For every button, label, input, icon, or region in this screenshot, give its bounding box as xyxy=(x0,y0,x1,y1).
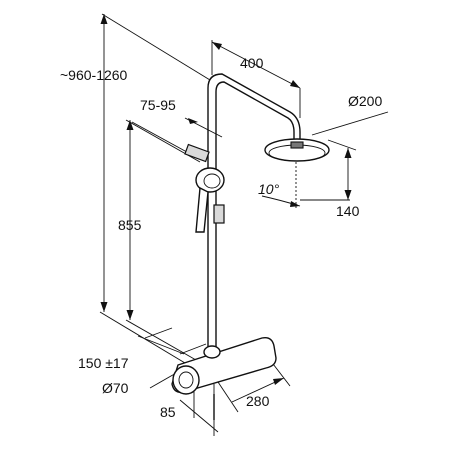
extension-line-bottom xyxy=(99,311,201,373)
dimension-head-height: 140 xyxy=(336,203,360,219)
dimension-head-diameter: Ø200 xyxy=(348,93,383,109)
dimension-line-arm xyxy=(211,41,301,89)
arrow-rail-bottom xyxy=(126,310,134,320)
arrow-arm-left xyxy=(212,42,222,50)
extension-line-inlet-b xyxy=(179,343,207,355)
arrow-angle xyxy=(290,201,300,207)
extension-line-mixer-a xyxy=(217,381,239,413)
dimension-arm-length: 400 xyxy=(240,55,264,71)
arrow-rail-top xyxy=(126,120,134,130)
rail-slider xyxy=(213,204,225,224)
riser-mixer-connector xyxy=(203,345,221,359)
riser-pipe-outline-left xyxy=(207,73,301,350)
mixer-left-knob-inner xyxy=(178,371,194,389)
extension-line-top xyxy=(101,13,211,81)
hand-shower-handle xyxy=(195,186,209,233)
dimension-holder-range: 75-95 xyxy=(140,97,176,113)
dimension-mixer-width: 280 xyxy=(246,393,270,409)
mixer-left-knob xyxy=(172,365,200,395)
dimension-line-inlet-spacing xyxy=(137,335,185,355)
arrow-head-top xyxy=(344,148,352,158)
shower-head-joint xyxy=(290,141,304,149)
dimension-inlet-diameter: Ø70 xyxy=(102,380,129,396)
arrow-head-bottom xyxy=(344,190,352,200)
extension-line-head-top xyxy=(327,139,357,151)
dimension-overall-height: ~960-1260 xyxy=(60,67,128,83)
extension-line-inlet-a xyxy=(144,327,173,339)
extension-line-rail-bottom xyxy=(125,319,197,361)
arrow-arm-right xyxy=(290,80,300,88)
dimension-wall-offset: 85 xyxy=(160,404,176,420)
arrow-overall-top xyxy=(100,14,108,24)
dimension-inlet-spacing: 150 ±17 xyxy=(78,355,129,371)
dimension-line-wall-offset xyxy=(179,399,219,433)
arrow-mixer-width xyxy=(273,378,284,385)
hand-shower-face xyxy=(203,173,221,189)
dimension-rail-height: 855 xyxy=(118,217,142,233)
arrow-overall-bottom xyxy=(100,302,108,312)
dimension-tilt-angle: 10° xyxy=(258,181,280,197)
hand-shower-holder xyxy=(184,143,210,163)
arrow-holder-range xyxy=(188,118,198,124)
riser-pipe-outline-right xyxy=(215,81,295,350)
leader-head-diameter xyxy=(311,111,389,136)
